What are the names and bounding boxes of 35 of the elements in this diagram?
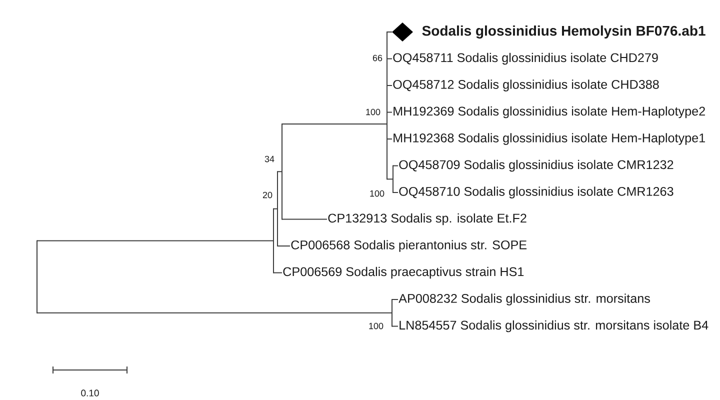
bootstrap-value: 100 <box>369 322 384 330</box>
leaf-label: CP006568 Sodalis pierantonius str. SOPE <box>291 240 527 252</box>
bootstrap-value: 66 <box>372 54 382 62</box>
branch-line <box>36 240 274 242</box>
branch-line <box>273 272 282 274</box>
leaf-label: CP006569 Sodalis praecaptivus strain HS1 <box>283 266 524 279</box>
branch-line <box>282 218 328 220</box>
branch-line <box>386 85 392 86</box>
leaf-label: LN854557 Sodalis glossinidius str. morsitans isolate B4 <box>400 320 708 332</box>
branch-line <box>392 165 398 166</box>
branch-line <box>277 171 282 172</box>
leaf-label: MH192369 Sodalis glossinidius isolate Hem-Haplotype2 <box>394 106 705 118</box>
leaf-label: OQ458711 Sodalis glossinidius isolate CHD279 <box>393 52 658 65</box>
bootstrap-value: 100 <box>366 108 380 116</box>
leaf-label: OQ458710 Sodalis glossinidius isolate CMR1263 <box>399 186 674 198</box>
scale-label: 0.10 <box>81 390 99 396</box>
branch-line <box>386 58 392 60</box>
bootstrap-value: 20 <box>262 192 272 198</box>
leaf-label: CP132913 Sodalis sp. isolate Et.F2 <box>328 213 526 226</box>
branch-line <box>392 326 398 327</box>
branch-line <box>386 178 393 180</box>
bootstrap-value: 100 <box>370 190 384 197</box>
diamond-marker <box>392 22 413 42</box>
branch-line <box>392 299 398 300</box>
leaf-label: AP008232 Sodalis glossinidius str. morsitans <box>398 294 650 306</box>
branch-line <box>392 192 398 193</box>
leaf-label: OQ458709 Sodalis glossinidius isolate CMR1232 <box>399 160 674 172</box>
leaf-label: MH192368 Sodalis glossinidius isolate Hem-Haplotype1 <box>394 133 705 145</box>
branch-line <box>273 208 278 210</box>
bootstrap-value: 34 <box>264 156 274 162</box>
leaf-label: OQ458712 Sodalis glossinidius isolate CHD388 <box>393 80 659 92</box>
branch-line <box>386 138 392 140</box>
leaf-label: Sodalis glossinidius Hemolysin BF076.ab1 <box>422 25 706 39</box>
branch-line <box>36 312 392 314</box>
branch-line <box>386 112 392 113</box>
